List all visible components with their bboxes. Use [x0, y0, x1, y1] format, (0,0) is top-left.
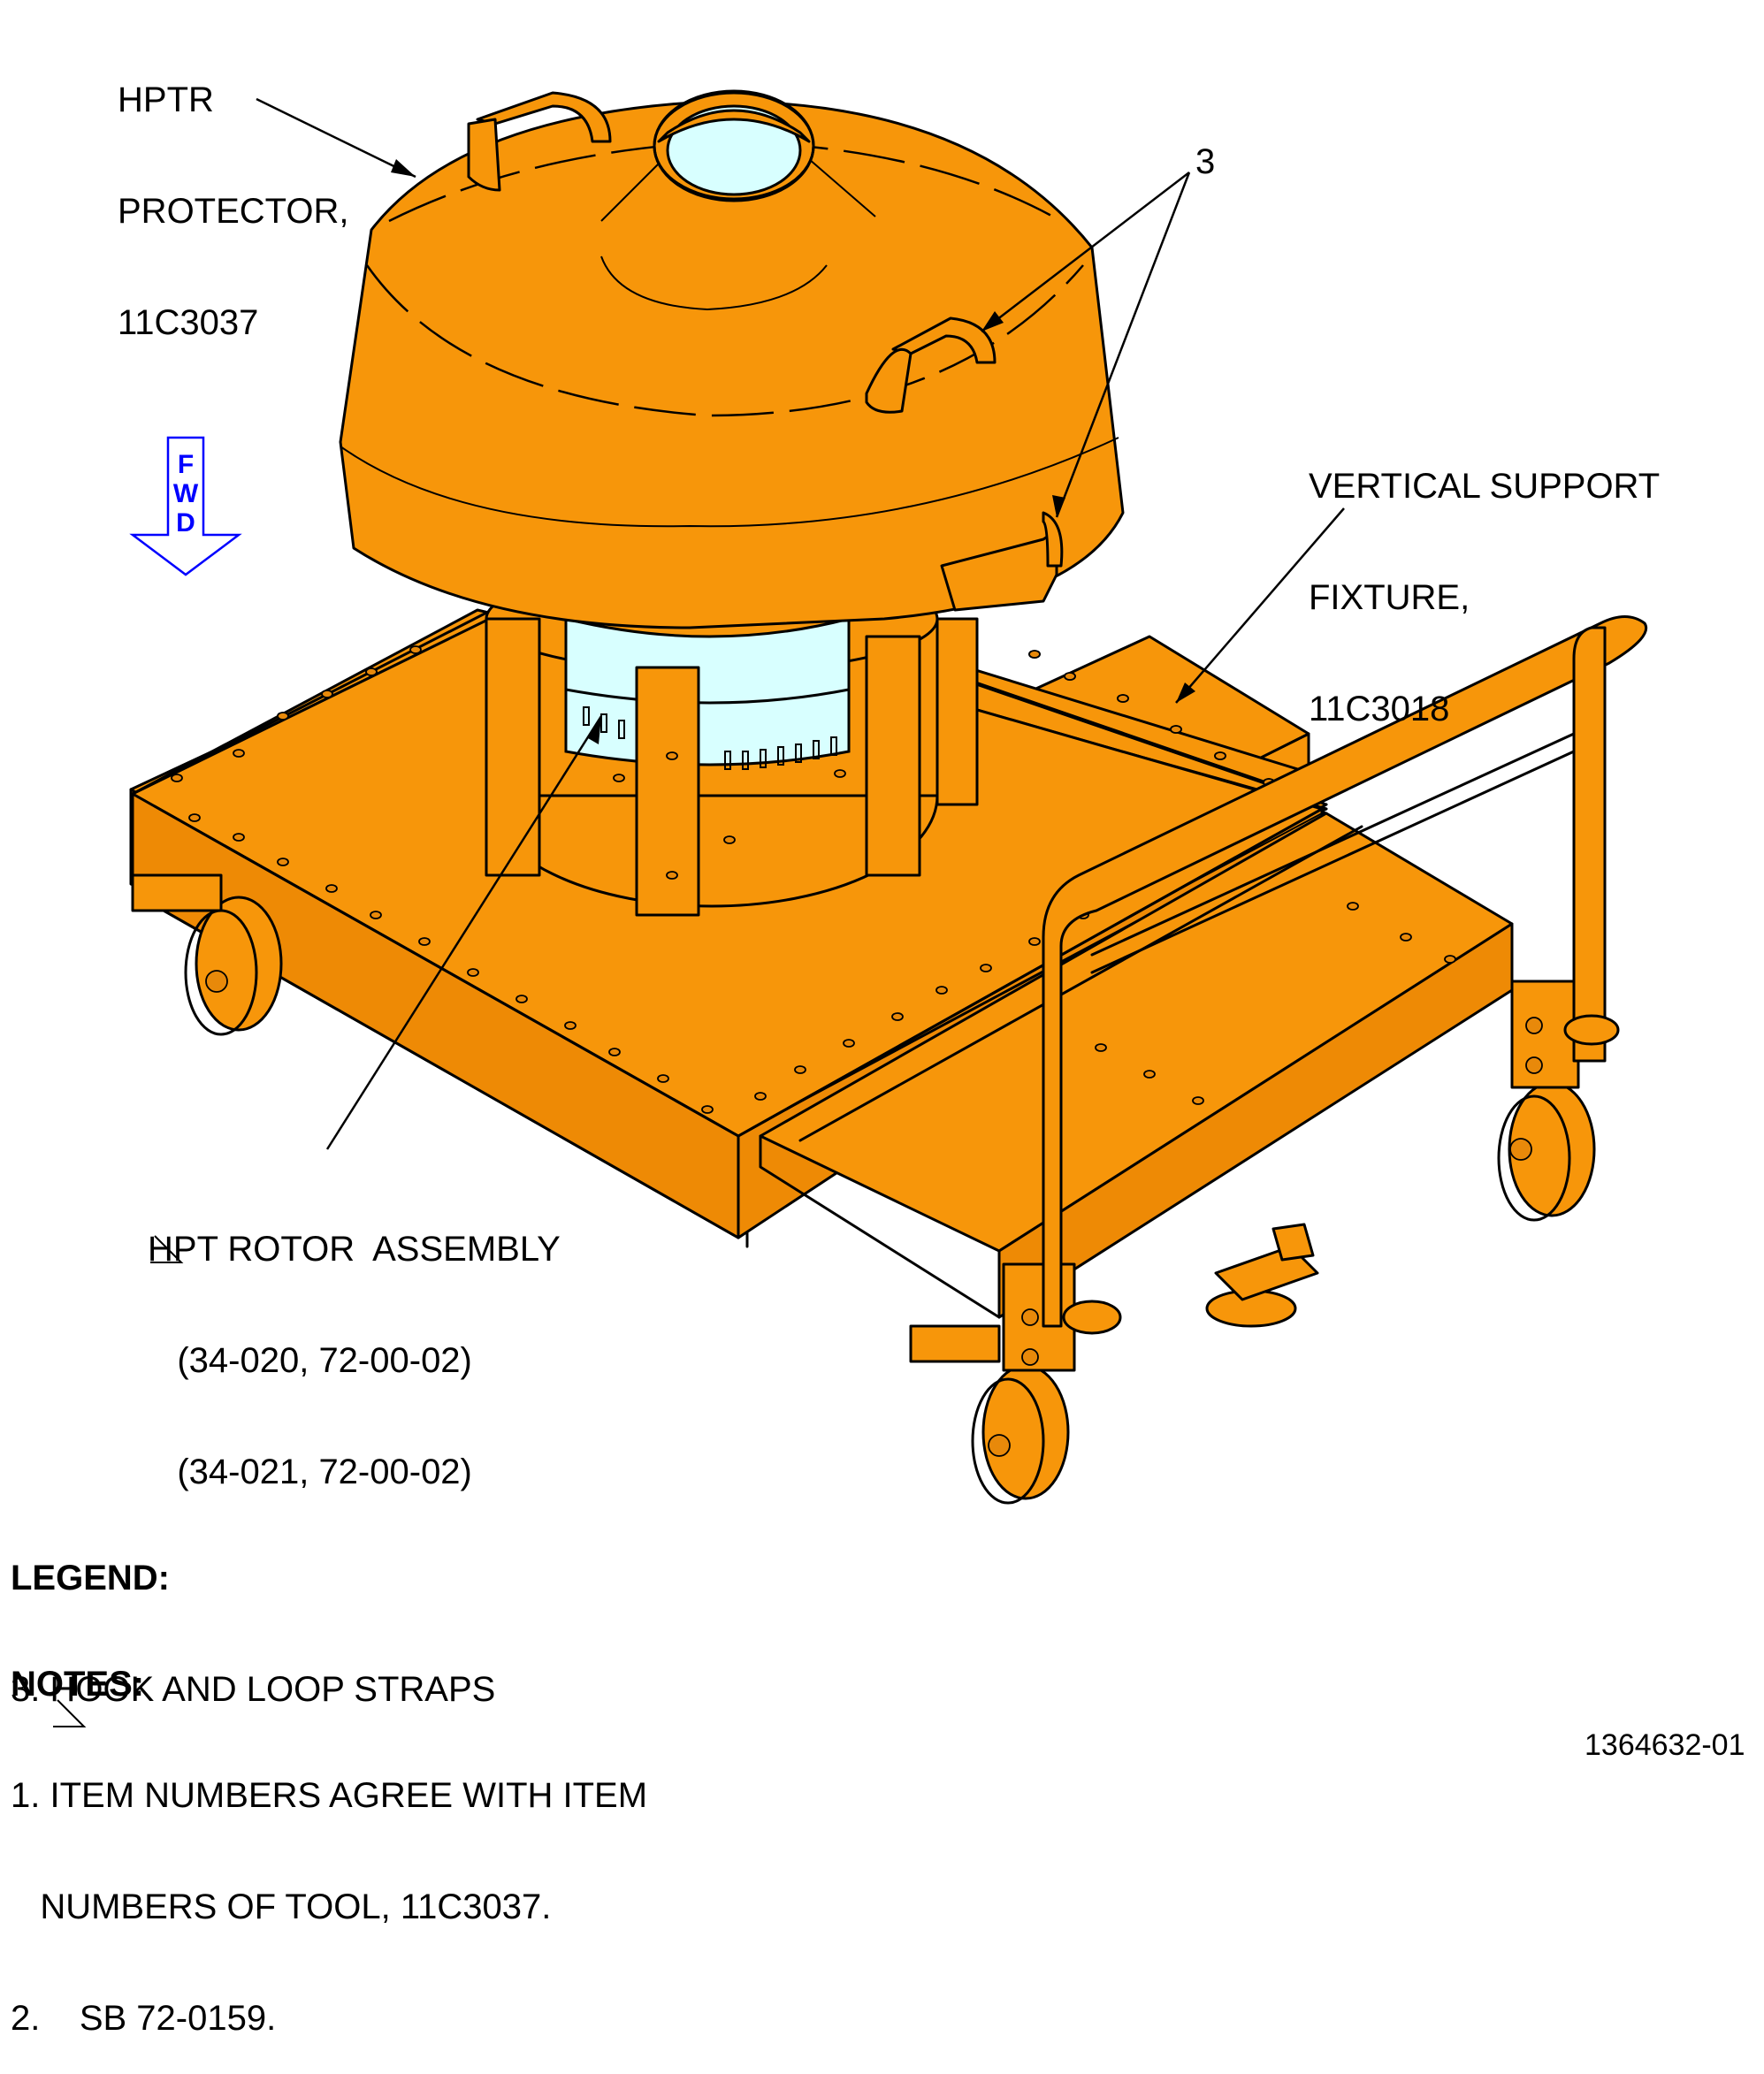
legend-item: 3. HOOK AND LOOP STRAPS — [11, 1670, 496, 1709]
note-item: 2. SB 72-0159. — [11, 1999, 277, 2038]
callout-line: (34-020, 72-00-02) — [148, 1341, 472, 1380]
item-number-callout: 3 — [1195, 142, 1216, 181]
vertical-support-callout: VERTICAL SUPPORT FIXTURE, 11C3018 — [1309, 393, 1660, 765]
fwd-letter-d: D — [176, 508, 195, 538]
notes-heading: NOTES: — [11, 1665, 145, 1704]
callout-line: FIXTURE, — [1309, 578, 1470, 617]
leader-lines — [256, 97, 1345, 1150]
callout-line: (34-021, 72-00-02) — [148, 1453, 472, 1491]
hook-and-loop-strap — [865, 316, 997, 414]
callout-line: PROTECTOR, — [118, 192, 349, 231]
fwd-letter-f: F — [178, 450, 194, 479]
figure-id: 1364632-01 — [1585, 1728, 1745, 1762]
hook-and-loop-strap — [940, 511, 1064, 612]
rotor-blade-slots — [583, 706, 837, 770]
legend-heading: LEGEND: — [11, 1559, 170, 1597]
callout-line: HPT ROTOR ASSEMBLY — [148, 1230, 561, 1269]
note-item: 1. ITEM NUMBERS AGREE WITH ITEM — [11, 1776, 648, 1815]
callout-line: HPTR — [118, 80, 214, 119]
callout-line: 11C3037 — [118, 303, 259, 342]
sb-flag-marker — [150, 1235, 184, 1263]
push-handle — [1042, 615, 1647, 1335]
notes: NOTES: 1. ITEM NUMBERS AGREE WITH ITEM N… — [11, 1591, 647, 2074]
callout-line: 11C3018 — [1309, 690, 1450, 728]
fwd-direction-arrow: F W D — [129, 436, 242, 576]
hptr-protector — [339, 89, 1125, 629]
caster-wheels — [131, 873, 1596, 1505]
hpt-rotor-callout: HPT ROTOR ASSEMBLY (34-020, 72-00-02) (3… — [148, 1156, 561, 1528]
hook-and-loop-strap — [467, 91, 612, 192]
note-item: NUMBERS OF TOOL, 11C3037. — [11, 1887, 552, 1926]
hptr-protector-callout: HPTR PROTECTOR, 11C3037 — [118, 7, 349, 378]
legend: LEGEND: 3. HOOK AND LOOP STRAPS — [11, 1485, 495, 1745]
sb-flag-marker-note — [53, 1699, 87, 1727]
illustration: F W D — [53, 89, 1647, 1727]
callout-line: VERTICAL SUPPORT — [1309, 467, 1661, 506]
fwd-letter-w: W — [173, 479, 199, 508]
